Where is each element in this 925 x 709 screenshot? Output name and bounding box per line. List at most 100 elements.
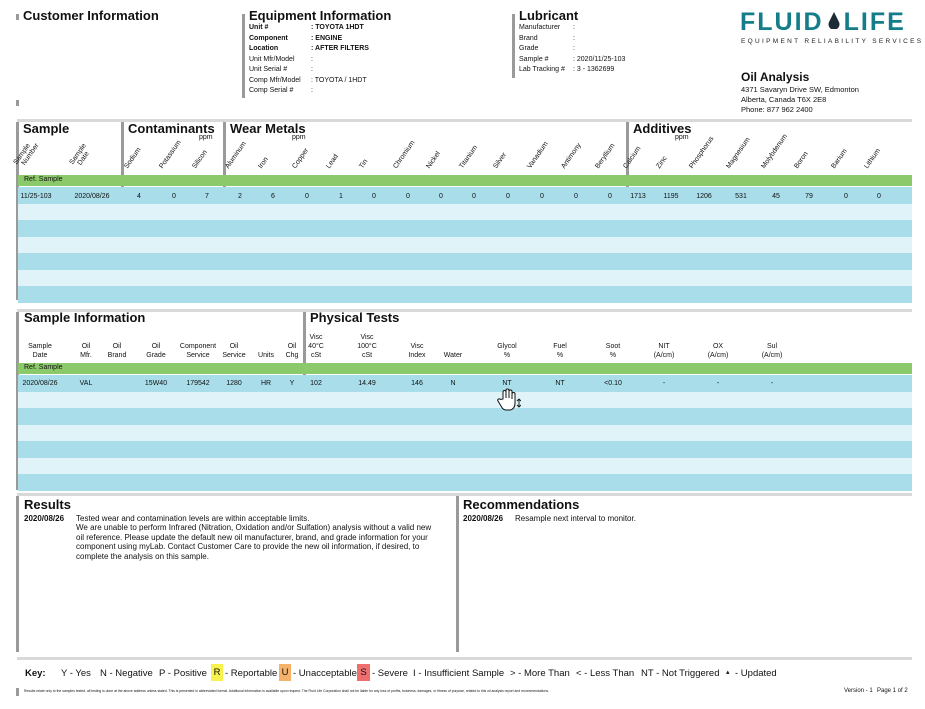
column-header-word: Sul	[766, 343, 778, 350]
divider	[16, 122, 19, 300]
phone-number: Phone: 877 962 2400	[741, 105, 813, 114]
key-item: - Updated	[735, 668, 777, 679]
key-item: Y - Yes	[61, 668, 91, 679]
table-cell: 0	[406, 193, 410, 200]
column-header: Lead	[325, 153, 340, 170]
table-cell: 2020/08/26	[22, 380, 58, 387]
logo-text-left: FLUID	[740, 8, 824, 36]
column-header-word: Oil	[112, 343, 122, 350]
column-header-word: Oil	[151, 343, 161, 350]
table-cell: 4	[137, 193, 141, 200]
column-header-word: Date	[32, 352, 48, 359]
key-item: - Reportable	[225, 668, 278, 679]
column-header: Zinc	[655, 155, 669, 170]
equipment-field-value: : TOYOTA / 1HDT	[311, 76, 367, 84]
section-rule	[17, 309, 912, 312]
column-header: Sodium	[123, 146, 143, 170]
results-summary: Tested wear and contamination levels are…	[76, 514, 310, 523]
table-band	[18, 236, 912, 253]
equipment-field-value: : ENGINE	[311, 34, 343, 42]
column-header-word: Sample	[28, 343, 52, 350]
unacceptable-badge: U	[279, 664, 291, 681]
divider	[512, 14, 515, 78]
table-cell: 0	[877, 193, 881, 200]
lab-address: 4371 Savaryn Drive SW, Edmonton Alberta,…	[741, 85, 859, 115]
lubricant-field-label: Grade	[519, 45, 539, 52]
column-header: Vanadium	[526, 140, 550, 170]
ref-sample-label: Ref. Sample	[24, 176, 63, 183]
section-rule	[17, 657, 912, 660]
ppm-unit: ppm	[675, 134, 689, 141]
column-header-word: (A/cm)	[761, 352, 783, 359]
table-cell: N	[450, 380, 456, 387]
logo-tagline: EQUIPMENT RELIABILITY SERVICES	[741, 38, 924, 45]
ref-sample-bar	[18, 363, 912, 374]
equipment-field-label: Location	[249, 45, 279, 52]
column-header-word: %	[503, 352, 511, 359]
equipment-field-label: Comp Serial #	[249, 87, 294, 94]
column-header: Chromium	[392, 139, 417, 170]
key-item: - Unacceptable	[293, 668, 357, 679]
additives-section-title: Additives	[633, 121, 692, 136]
column-header-word: Oil	[287, 343, 297, 350]
column-header: Nickel	[425, 150, 442, 170]
table-cell: 0	[574, 193, 578, 200]
recommendations-title: Recommendations	[463, 497, 580, 512]
lubricant-title: Lubricant	[519, 8, 579, 23]
key-label: Key:	[25, 668, 46, 679]
table-band	[18, 375, 912, 392]
column-header: Sul (A/cm)	[747, 342, 797, 360]
column-header: Titanium	[458, 144, 480, 170]
table-cell: VAL	[79, 380, 93, 387]
hand-cursor-icon	[497, 388, 522, 419]
equipment-field-value: :	[311, 87, 313, 94]
table-cell: Y	[289, 380, 295, 387]
divider	[16, 688, 19, 696]
equipment-field-label: Unit Serial #	[249, 66, 288, 73]
equipment-field-value: : AFTER FILTERS	[311, 45, 369, 52]
table-cell: 0	[439, 193, 443, 200]
address-line: Alberta, Canada T6X 2E8	[741, 95, 827, 104]
column-header: Iron	[257, 156, 270, 170]
key-item: < - Less Than	[576, 668, 635, 679]
column-header: Antimony	[560, 142, 583, 170]
column-header-word: (A/cm)	[653, 352, 675, 359]
column-header: NIT(A/cm)	[639, 342, 689, 360]
column-header-word: Visc	[309, 334, 323, 341]
column-header-word: cSt	[310, 352, 322, 359]
lubricant-field-value: :	[573, 24, 575, 31]
table-cell: -	[662, 380, 666, 387]
table-cell: 6	[271, 193, 275, 200]
table-cell: 0	[172, 193, 176, 200]
column-header-word: Soot	[605, 343, 621, 350]
column-header-word: Service	[186, 352, 210, 359]
equipment-field-label: Comp Mfr/Model	[249, 76, 301, 84]
table-band	[18, 187, 912, 204]
column-header-word: %	[556, 352, 564, 359]
column-header-word: Grade	[146, 352, 166, 359]
table-cell: 1	[339, 193, 343, 200]
table-cell: -	[716, 380, 720, 387]
divider	[16, 14, 19, 20]
equipment-info-title: Equipment Information	[249, 8, 392, 23]
table-cell: 1195	[663, 193, 679, 200]
ref-sample-label: Ref. Sample	[24, 364, 63, 371]
table-cell: NT	[555, 380, 565, 387]
column-header: Soot%	[588, 342, 638, 360]
table-cell: 0	[844, 193, 848, 200]
lubricant-field-value: : 2020/11/25-103	[573, 55, 626, 63]
column-header: Fuel%	[535, 342, 585, 360]
lubricant-field-label: Manufacturer	[519, 24, 561, 31]
updated-marker-icon: ▴	[726, 669, 730, 676]
lubricant-field-label: Sample #	[519, 55, 549, 63]
column-header: Barium	[830, 147, 849, 170]
table-band	[18, 441, 912, 458]
table-band	[18, 286, 912, 303]
